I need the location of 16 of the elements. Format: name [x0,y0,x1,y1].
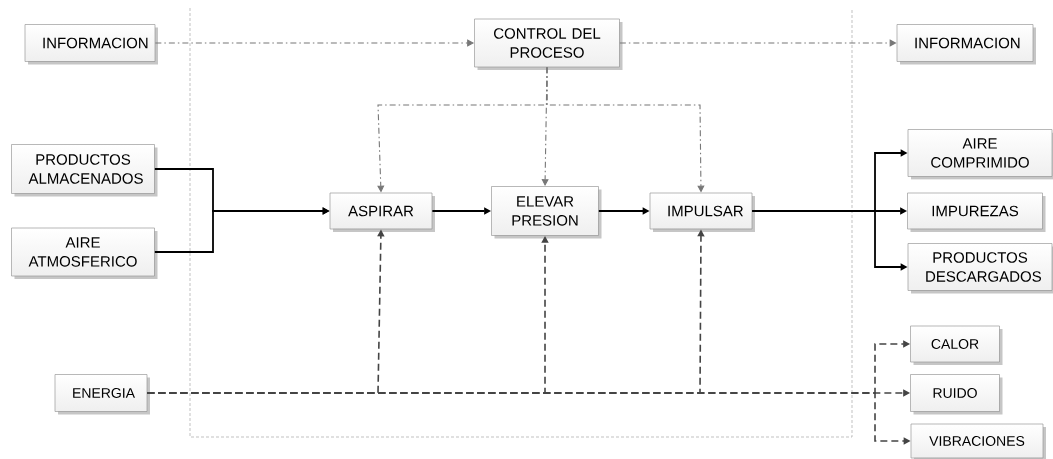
process-box: INFORMACION [24,24,158,65]
process-box: IMPULSAR [649,192,755,232]
process-box: AIRE ATMOSFERICO [11,227,158,279]
process-box: IMPUREZAS [907,192,1046,232]
process-box: INFORMACION [896,24,1036,65]
process-box: PRODUCTOS DESCARGADOS [907,243,1053,294]
process-box: ELEVAR PRESION [491,186,602,239]
process-box: ASPIRAR [329,192,435,232]
process-box: ENERGIA [54,374,150,415]
process-box: CONTROL DEL PROCESO [474,18,623,70]
process-box: AIRE COMPRIMIDO [907,129,1053,180]
process-box: RUIDO [910,374,1003,415]
process-box: PRODUCTOS ALMACENADOS [11,144,158,197]
process-box: CALOR [910,325,1003,365]
arrow [431,207,491,215]
process-box: VIBRACIONES [910,423,1046,459]
